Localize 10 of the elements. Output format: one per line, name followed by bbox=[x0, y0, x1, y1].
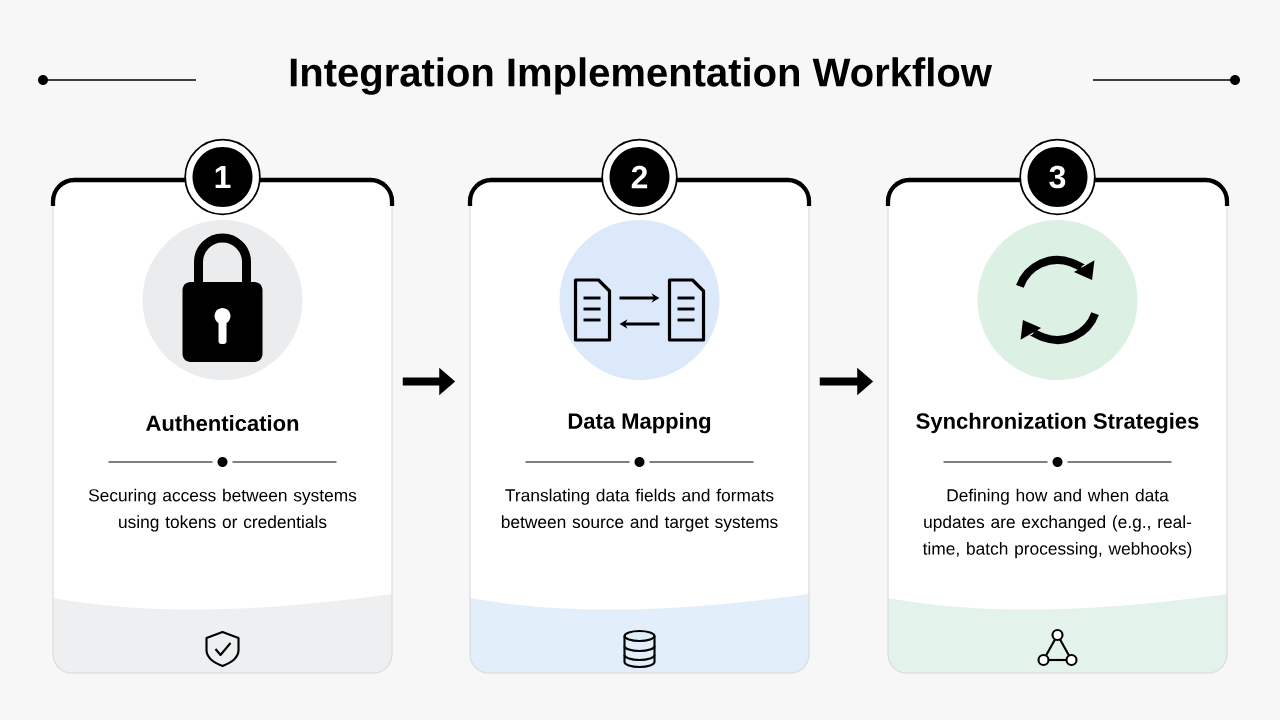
card-title: Data Mapping bbox=[568, 412, 711, 434]
card-title: Synchronization Strategies bbox=[916, 412, 1199, 434]
card-description: Securing access between systems using tokens or credentials bbox=[88, 488, 357, 532]
number-badge: 3 bbox=[1019, 138, 1096, 216]
card-description: Translating data fields and formats between source and target systems bbox=[501, 488, 778, 532]
title: Integration Implementation Workflow bbox=[290, 57, 992, 95]
number-badge: 2 bbox=[601, 138, 678, 216]
number-badge: 1 bbox=[184, 138, 261, 216]
card-title: Authentication bbox=[146, 414, 299, 432]
card-description: Defining how and when data updates are exchanged (e.g., real-time, batch processing, webhooks) bbox=[922, 488, 1192, 559]
